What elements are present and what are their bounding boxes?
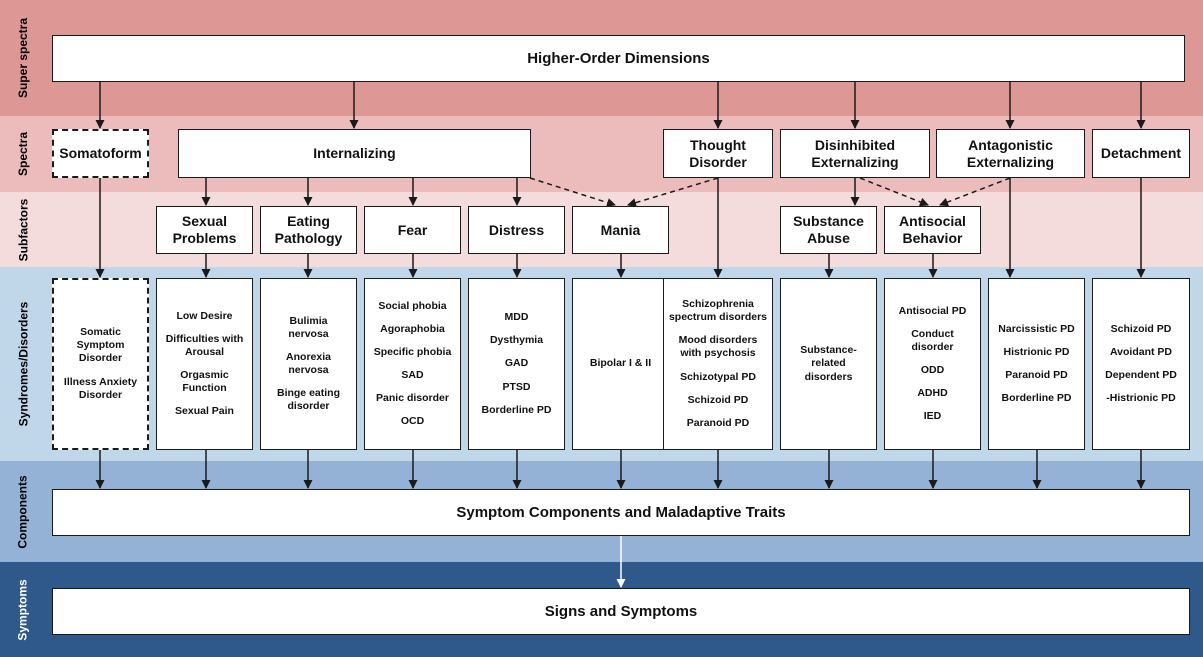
syndrome-item: Low Desire: [176, 309, 233, 322]
syndrome-item: Schizotypal PD: [680, 370, 756, 383]
subfactor-distress: Distress: [468, 206, 565, 254]
syndrome-item: Difficulties with Arousal: [165, 332, 244, 358]
syndrome-item: Panic disorder: [376, 392, 449, 405]
syndrome-item: Orgasmic Function: [180, 369, 229, 395]
syndrome-item: Sexual Pain: [175, 405, 234, 418]
syndrome-item: Binge eating disorder: [276, 387, 340, 413]
syndrome-item: Paranoid PD: [1005, 369, 1068, 381]
spectrum-thought-disorder: Thought Disorder: [663, 129, 773, 178]
higher-order-dimensions-box: Higher-Order Dimensions: [52, 35, 1185, 82]
syndrome-item: Specific phobia: [373, 345, 452, 358]
syndrome-item: Substance- related disorders: [800, 344, 857, 383]
syndrome-item: Agoraphobia: [380, 322, 445, 335]
subfactor-eating-pathology: Eating Pathology: [260, 206, 357, 254]
spectrum-somatoform: Somatoform: [52, 129, 149, 178]
syndrome-item: Bulimia nervosa: [288, 314, 329, 340]
subfactor-substance-abuse: Substance Abuse: [780, 206, 877, 254]
syndromes-somatoform: Somatic Symptom Disorder Illness Anxiety…: [52, 278, 149, 450]
spectrum-internalizing: Internalizing: [178, 129, 531, 178]
syndromes-mania: Bipolar I & II: [572, 278, 669, 450]
syndromes-sexual-problems: Low Desire Difficulties with Arousal Org…: [156, 278, 253, 450]
subfactor-antisocial-behavior: Antisocial Behavior: [884, 206, 981, 254]
signs-and-symptoms-box: Signs and Symptoms: [52, 588, 1190, 635]
syndromes-fear: Social phobia Agoraphobia Specific phobi…: [364, 278, 461, 450]
syndrome-item: Mood disorders with psychosis: [678, 334, 758, 360]
syndrome-item: Illness Anxiety Disorder: [63, 375, 138, 401]
subfactor-sexual-problems: Sexual Problems: [156, 206, 253, 254]
syndrome-item: Social phobia: [378, 299, 447, 312]
syndrome-item: Narcissistic PD: [998, 322, 1075, 335]
syndromes-antagonistic: Narcissistic PD Histrionic PD Paranoid P…: [988, 278, 1085, 450]
syndrome-item: Histrionic PD: [1003, 345, 1070, 358]
spectrum-detachment: Detachment: [1092, 129, 1190, 178]
syndrome-item: IED: [923, 410, 942, 423]
syndrome-item: ADHD: [917, 387, 948, 400]
syndromes-eating-pathology: Bulimia nervosa Anorexia nervosa Binge e…: [260, 278, 357, 450]
subfactor-mania: Mania: [572, 206, 669, 254]
syndrome-item: Borderline PD: [1001, 392, 1072, 405]
syndromes-antisocial-behavior: Antisocial PD Conduct disorder ODD ADHD …: [884, 278, 981, 450]
syndrome-item: Paranoid PD: [686, 416, 750, 429]
syndromes-substance-abuse: Substance- related disorders: [780, 278, 877, 450]
syndrome-item: ODD: [920, 364, 945, 376]
syndromes-thought-disorder: Schizophrenia spectrum disorders Mood di…: [663, 278, 773, 450]
syndrome-item: Borderline PD: [481, 403, 552, 416]
syndrome-item: Bipolar I & II: [589, 357, 652, 370]
syndrome-item: GAD: [504, 357, 529, 370]
syndrome-item: Avoidant PD: [1109, 345, 1173, 358]
spectrum-antagonistic-externalizing: Antagonistic Externalizing: [936, 129, 1085, 178]
syndrome-item: Antisocial PD: [898, 304, 967, 317]
syndrome-item: Somatic Symptom Disorder: [76, 326, 125, 365]
syndrome-item: Schizoid PD: [687, 393, 749, 406]
subfactor-fear: Fear: [364, 206, 461, 254]
syndrome-item: MDD: [504, 311, 529, 324]
syndromes-detachment: Schizoid PD Avoidant PD Dependent PD -Hi…: [1092, 278, 1190, 450]
spectrum-disinhibited-externalizing: Disinhibited Externalizing: [780, 129, 930, 178]
syndrome-item: Dependent PD: [1105, 369, 1177, 381]
syndrome-item: OCD: [400, 415, 425, 428]
syndrome-item: Dysthymia: [489, 334, 544, 347]
syndrome-item: Schizophrenia spectrum disorders: [668, 298, 768, 324]
syndrome-item: Schizoid PD: [1110, 322, 1172, 335]
syndromes-distress: MDD Dysthymia GAD PTSD Borderline PD: [468, 278, 565, 450]
syndrome-item: Anorexia nervosa: [286, 350, 331, 376]
syndrome-item: -Histrionic PD: [1106, 392, 1176, 405]
syndrome-item: SAD: [401, 369, 424, 381]
syndrome-item: Conduct disorder: [911, 327, 954, 353]
components-box: Symptom Components and Maladaptive Trait…: [52, 489, 1190, 536]
syndrome-item: PTSD: [502, 380, 531, 393]
